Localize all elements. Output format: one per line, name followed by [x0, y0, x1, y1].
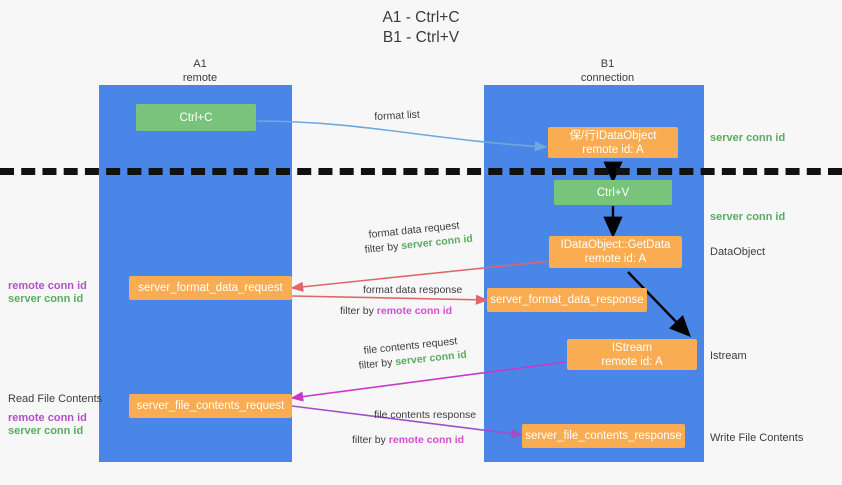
label-server-conn-id-top: server conn id — [710, 132, 786, 144]
filter-prefix-3: filter by — [358, 356, 396, 372]
node-idataobject[interactable]: 保/行IDataObject remote id: A — [548, 127, 678, 158]
edge-label-file-contents-response-filter: filter by remote conn id — [352, 433, 464, 448]
node-istream[interactable]: IStream remote id: A — [567, 339, 697, 370]
edge-label-format-data-response-filter: filter by remote conn id — [340, 304, 452, 319]
diagram-title: A1 - Ctrl+C B1 - Ctrl+V — [382, 9, 460, 46]
label-istream: Istream — [710, 350, 747, 362]
divider-dashed-line — [0, 168, 842, 175]
label-remote-conn-id-upper: remote conn id — [8, 280, 87, 292]
label-server-conn-id-lower: server conn id — [8, 425, 84, 437]
filter-value-2: remote conn id — [376, 305, 453, 317]
label-write-file-contents: Write File Contents — [710, 432, 804, 444]
filter-prefix-2: filter by — [340, 305, 377, 317]
filter-prefix-4: filter by — [352, 434, 389, 446]
node-ctrl-v[interactable]: Ctrl+V — [554, 180, 672, 205]
label-remote-conn-id-lower: remote conn id — [8, 412, 87, 424]
label-server-conn-id-upper: server conn id — [8, 293, 84, 305]
filter-value-4: remote conn id — [388, 434, 465, 446]
label-read-file-contents: Read File Contents — [8, 393, 103, 405]
filter-prefix-1: filter by — [364, 240, 402, 256]
node-server-file-contents-request[interactable]: server_file_contents_request — [129, 394, 292, 418]
node-idataobject-getdata[interactable]: IDataObject::GetData remote id: A — [549, 236, 682, 268]
node-server-file-contents-response[interactable]: server_file_contents_response — [522, 424, 685, 448]
node-server-format-data-request[interactable]: server_format_data_request — [129, 276, 292, 300]
label-dataobject: DataObject — [710, 246, 766, 258]
edge-label-format-data-response: format data response — [363, 284, 463, 296]
node-ctrl-c[interactable]: Ctrl+C — [136, 104, 256, 131]
label-server-conn-id-mid: server conn id — [710, 211, 786, 223]
column-header-b1: B1 connection — [580, 58, 635, 84]
edge-label-file-contents-response: file contents response — [374, 409, 477, 421]
column-header-a1: A1 remote — [182, 58, 218, 84]
node-server-format-data-response[interactable]: server_format_data_response — [487, 288, 647, 312]
edge-label-format-list: format list — [374, 108, 421, 123]
